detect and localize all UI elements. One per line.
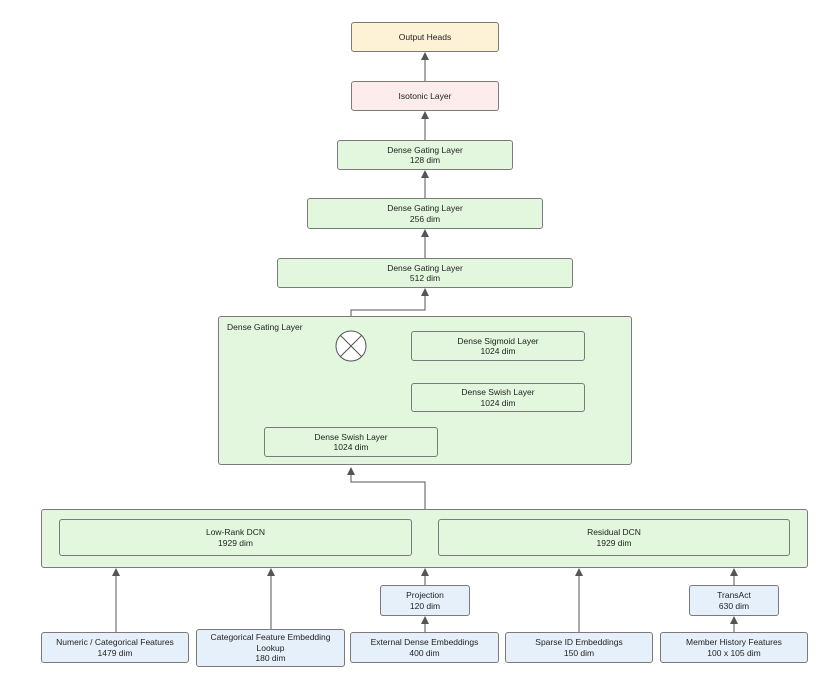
- external-dense-dim: 400 dim: [409, 647, 440, 658]
- dense-gating-512-box: Dense Gating Layer 512 dim: [277, 258, 573, 288]
- dense-swish-main-box: Dense Swish Layer 1024 dim: [264, 427, 438, 457]
- isotonic-layer-box: Isotonic Layer: [351, 81, 499, 111]
- arrow-dcn-to-swish: [347, 467, 426, 509]
- output-heads-label: Output Heads: [398, 31, 452, 42]
- residual-dcn-dim: 1929 dim: [596, 537, 632, 548]
- categorical-embedding-title-2: Lookup: [256, 642, 285, 653]
- residual-dcn-title: Residual DCN: [587, 527, 641, 537]
- categorical-embedding-lookup-box: Categorical Feature Embedding Lookup 180…: [196, 629, 345, 667]
- external-dense-embeddings-box: External Dense Embeddings 400 dim: [350, 632, 499, 663]
- low-rank-dcn-box: Low-Rank DCN 1929 dim: [59, 519, 412, 556]
- dense-swish-inner-box: Dense Swish Layer 1024 dim: [411, 383, 585, 412]
- member-history-title: Member History Features: [686, 637, 782, 647]
- dense-swish-inner-title: Dense Swish Layer: [461, 387, 535, 397]
- projection-box: Projection 120 dim: [380, 585, 470, 616]
- low-rank-dcn-dim: 1929 dim: [218, 537, 253, 548]
- transact-title: TransAct: [717, 590, 751, 600]
- numeric-categorical-title: Numeric / Categorical Features: [56, 637, 174, 647]
- member-history-dim: 100 x 105 dim: [707, 647, 761, 658]
- numeric-categorical-dim: 1479 dim: [97, 647, 133, 658]
- dense-swish-main-dim: 1024 dim: [333, 442, 369, 452]
- dense-gating-block-label: Dense Gating Layer: [227, 322, 303, 332]
- isotonic-layer-label: Isotonic Layer: [398, 90, 452, 101]
- dense-sigmoid-title: Dense Sigmoid Layer: [457, 335, 539, 346]
- external-dense-title: External Dense Embeddings: [370, 637, 479, 647]
- member-history-features-box: Member History Features 100 x 105 dim: [660, 632, 808, 663]
- dense-swish-main-title: Dense Swish Layer: [314, 431, 388, 442]
- numeric-categorical-features-box: Numeric / Categorical Features 1479 dim: [41, 632, 189, 663]
- residual-dcn-box: Residual DCN 1929 dim: [438, 519, 790, 556]
- dense-sigmoid-dim: 1024 dim: [480, 346, 516, 356]
- categorical-embedding-title-1: Categorical Feature Embedding: [210, 632, 331, 643]
- categorical-embedding-dim: 180 dim: [255, 653, 286, 664]
- dense-gating-256-title: Dense Gating Layer: [387, 203, 463, 213]
- dense-gating-256-box: Dense Gating Layer 256 dim: [307, 198, 543, 229]
- dense-swish-inner-dim: 1024 dim: [480, 397, 516, 408]
- dense-gating-128-title: Dense Gating Layer: [387, 144, 463, 155]
- sparse-id-title: Sparse ID Embeddings: [535, 637, 623, 647]
- sparse-id-dim: 150 dim: [563, 647, 595, 658]
- dense-gating-256-dim: 256 dim: [409, 213, 441, 224]
- dense-gating-512-title: Dense Gating Layer: [387, 262, 463, 273]
- dense-sigmoid-layer-box: Dense Sigmoid Layer 1024 dim: [411, 331, 585, 361]
- dense-gating-128-box: Dense Gating Layer 128 dim: [337, 140, 513, 170]
- transact-dim: 630 dim: [718, 600, 750, 611]
- sparse-id-embeddings-box: Sparse ID Embeddings 150 dim: [505, 632, 653, 663]
- projection-title: Projection: [406, 590, 444, 600]
- low-rank-dcn-title: Low-Rank DCN: [205, 527, 266, 537]
- dense-gating-128-dim: 128 dim: [409, 155, 441, 165]
- transact-box: TransAct 630 dim: [689, 585, 779, 616]
- output-heads-box: Output Heads: [351, 22, 499, 52]
- projection-dim: 120 dim: [409, 600, 441, 611]
- multiply-icon: [335, 330, 367, 362]
- dense-gating-512-dim: 512 dim: [409, 273, 441, 283]
